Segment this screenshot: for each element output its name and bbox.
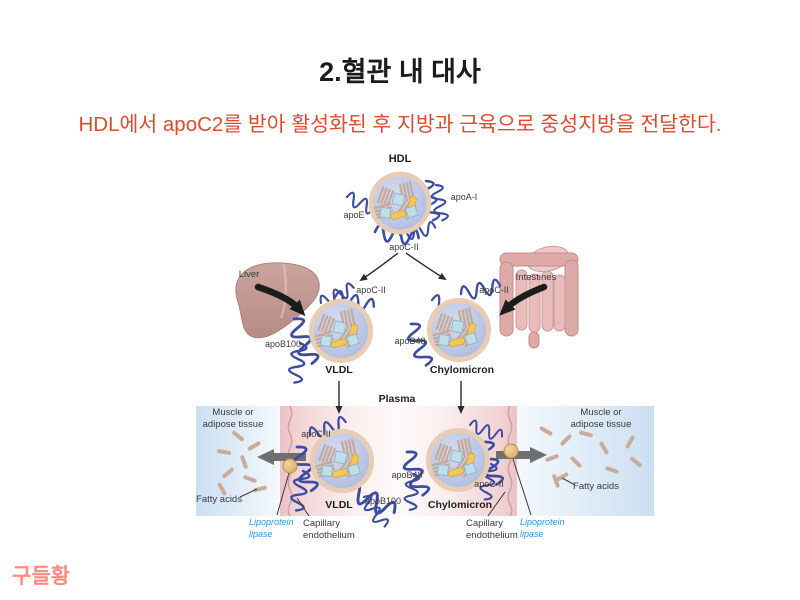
apoc2-hdl-label: apoC-II [389, 242, 419, 252]
vldl-bottom-label: VLDL [325, 499, 353, 511]
intestines-label: Intestines [516, 272, 557, 283]
lipase-pointer-right [512, 458, 532, 516]
fatty-acids-left-label: Fatty acids [196, 494, 242, 505]
lipoprotein-lipase-right-label-2: lipase [520, 529, 544, 539]
fatty-acid-dashes-left [217, 430, 267, 496]
lipoprotein-lipase-right-label-1: Lipoprotein [520, 517, 565, 527]
liver-label: Liver [239, 269, 260, 280]
lipase-pointer-left [276, 472, 290, 516]
hdl-label: HDL [389, 153, 412, 165]
muscle-left-label-2: adipose tissue [203, 419, 264, 430]
capillary-pointer-left [296, 497, 310, 517]
capillary-endothelium-left-label-2: endothelium [303, 530, 355, 541]
plasma-label: Plasma [379, 393, 416, 405]
apoc2-chylo-mid-label: apoC-II [479, 285, 509, 295]
apob48-mid-label: apoB48 [394, 336, 425, 346]
watermark: 구들황 [12, 565, 70, 588]
fatty-acids-pointer-left [239, 488, 258, 498]
fatty-acids-pointer-right [561, 477, 576, 486]
intestines-illustration [499, 245, 579, 349]
intestines-to-chylomicron-arrow [499, 283, 548, 316]
hdl-to-vldl-arrow [359, 252, 399, 282]
muscle-right-label-2: adipose tissue [571, 419, 632, 430]
lipoprotein-lipase-left-label-2: lipase [249, 529, 273, 539]
capillary-endothelium-right-label-2: endothelium [466, 530, 518, 541]
apoc2-chylo-bottom-label: apoC-II [474, 479, 504, 489]
capillary-endothelium-left-label-1: Capillary [303, 518, 340, 529]
chylomicron-bottom-label: Chylomicron [428, 499, 492, 511]
apob100-mid-label: apoB100 [265, 339, 301, 349]
chylomicron-mid-label: Chylomicron [430, 364, 494, 376]
capillary-endothelium-right-label-1: Capillary [466, 518, 503, 529]
apob48-bottom-label: apoB48 [391, 470, 422, 480]
lipoprotein-lipase-bead-left [282, 458, 298, 474]
apoc2-vldl-bottom-label: apoC-II [301, 429, 331, 439]
fatty-acid-dashes-right [539, 426, 642, 488]
apoe-label: apoE [343, 210, 364, 220]
muscle-right-label-1: Muscle or [580, 407, 621, 418]
apoa1-label: apoA-I [451, 192, 478, 202]
apob100-bottom-label: apoB100 [365, 496, 401, 506]
lipoprotein-lipase-bead-right [503, 443, 519, 459]
hdl-to-chylomicron-arrow [405, 252, 447, 281]
liver-illustration [235, 262, 320, 339]
vldl-mid-label: VLDL [325, 364, 353, 376]
liver-to-vldl-arrow [254, 283, 306, 317]
slide-subtitle: HDL에서 apoC2를 받아 활성화된 후 지방과 근육으로 중성지방을 전달… [78, 113, 722, 136]
lipoprotein-lipase-left-label-1: Lipoprotein [249, 517, 294, 527]
fatty-acids-right-label: Fatty acids [573, 481, 619, 492]
capillary-wall-right [507, 405, 513, 517]
muscle-left-label-1: Muscle or [212, 407, 253, 418]
slide-title: 2.혈관 내 대사 [319, 57, 481, 87]
capillary-pointer-right [487, 491, 506, 517]
apoc2-vldl-mid-label: apoC-II [356, 285, 386, 295]
